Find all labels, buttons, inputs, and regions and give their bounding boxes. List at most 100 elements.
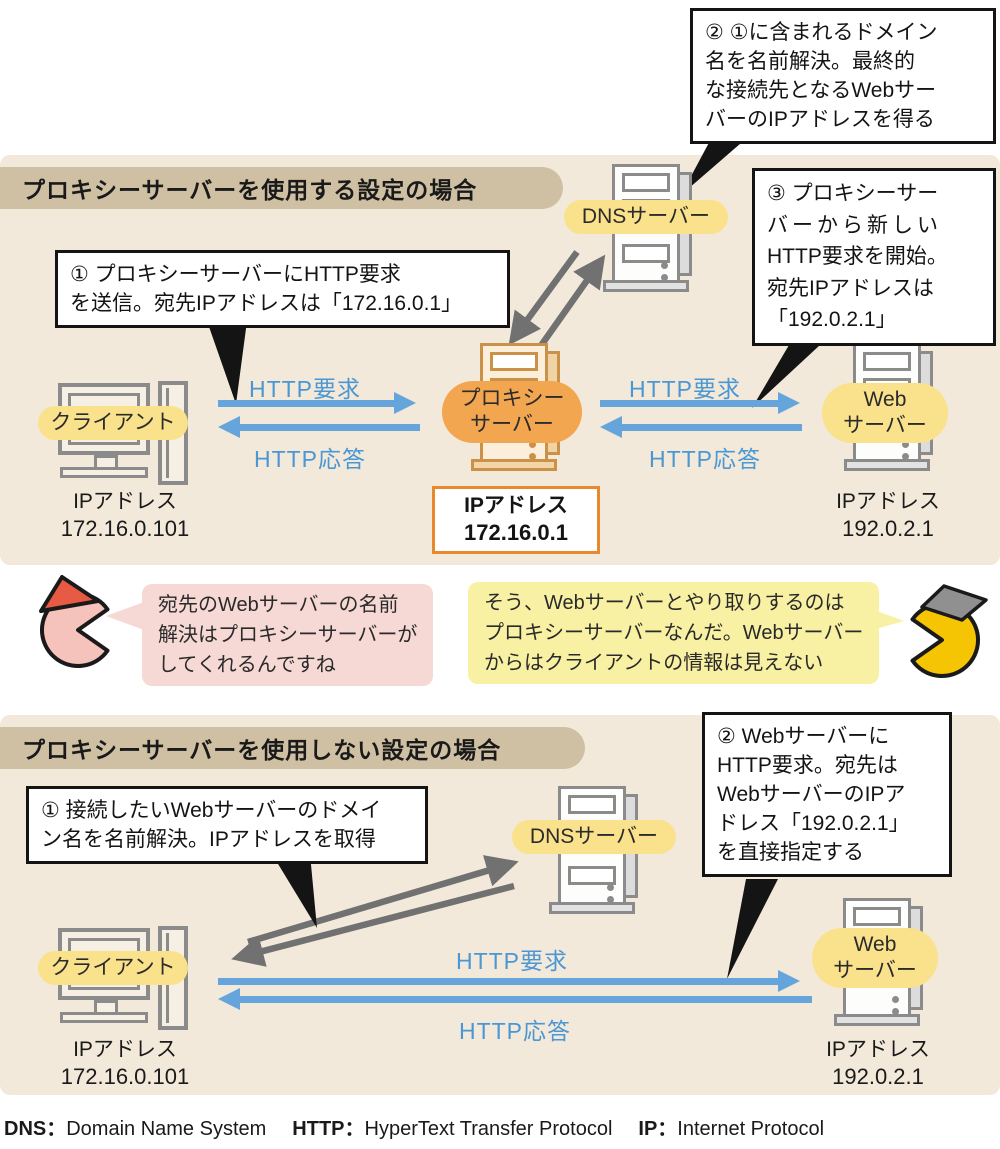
- client-label-s2: クライアント: [38, 951, 188, 985]
- bubble-line: 解決はプロキシーサーバーが: [158, 624, 418, 646]
- http-response-arrow-s2: [218, 988, 812, 1010]
- http-response-label-s1-right: HTTP応答: [648, 446, 762, 472]
- http-request-label-s1-left: HTTP要求: [248, 376, 362, 402]
- web-server-label-s1: Web サーバー: [822, 383, 948, 443]
- callout-line: 「192.0.2.1」: [767, 308, 897, 331]
- glossary-definition: HyperText Transfer Protocol: [364, 1118, 613, 1140]
- server-slot: [853, 907, 901, 926]
- server-base: [834, 1014, 920, 1026]
- ip-value: 192.0.2.1: [832, 1064, 924, 1089]
- callout-line: を直接指定する: [717, 841, 864, 864]
- server-slot: [568, 795, 616, 814]
- callout-step2-top: ② ①に含まれるドメイン 名を名前解決。最終的 な接続先となるWebサー バーの…: [690, 8, 996, 144]
- callout-line: ① プロキシーサーバーにHTTP要求: [70, 263, 401, 286]
- dns-server-label-s1: DNSサーバー: [564, 200, 728, 234]
- ip-caption: IPアドレス: [464, 494, 568, 517]
- glossary-term: IP: [638, 1118, 658, 1140]
- client-ip-s2: IPアドレス 172.16.0.101: [30, 1036, 220, 1091]
- server-slot: [622, 244, 670, 263]
- ip-caption: IPアドレス: [836, 490, 940, 513]
- bubble-line: 宛先のWebサーバーの名前: [158, 594, 399, 616]
- callout-line: ① 接続したいWebサーバーのドメイ: [41, 799, 382, 822]
- glossary-item: HTTP：HyperText Transfer Protocol: [292, 1112, 612, 1141]
- callout-line: ③ プロキシーサー: [767, 182, 939, 205]
- server-slot: [490, 352, 538, 371]
- glossary-separator: ：: [46, 1118, 67, 1140]
- server-led: [607, 884, 614, 891]
- callout-line: な接続先となるWebサー: [705, 79, 937, 102]
- glossary-separator: ：: [344, 1118, 365, 1140]
- glossary-term: HTTP: [292, 1118, 345, 1140]
- bubble-line: からはクライアントの情報は見えない: [484, 652, 824, 674]
- section2-header: プロキシーサーバーを使用しない設定の場合: [0, 727, 585, 769]
- http-response-label-s2: HTTP応答: [458, 1018, 572, 1044]
- ip-value: 192.0.2.1: [842, 516, 934, 541]
- http-request-label-s1-right: HTTP要求: [628, 376, 742, 402]
- server-slot: [622, 173, 670, 192]
- section1-header: プロキシーサーバーを使用する設定の場合: [0, 167, 563, 209]
- server-led: [529, 441, 536, 448]
- bubble-line: プロキシーサーバーなんだ。Webサーバー: [484, 622, 864, 644]
- server-led: [607, 896, 614, 903]
- bubble-line: してくれるんですね: [158, 654, 336, 676]
- proxy-server-label: プロキシー サーバー: [442, 381, 582, 443]
- http-request-arrow-s1-right: [600, 392, 800, 414]
- teacher-bubble: そう、Webサーバーとやり取りするのは プロキシーサーバーなんだ。Webサーバー…: [468, 582, 880, 684]
- callout-step1-s1: ① プロキシーサーバーにHTTP要求 を送信。宛先IPアドレスは「172.16.…: [55, 250, 510, 328]
- web-server-icon-s2: [834, 898, 923, 1026]
- callout-line: HTTP要求を開始。: [767, 245, 948, 268]
- glossary: DNS：Domain Name System HTTP：HyperText Tr…: [4, 1112, 824, 1141]
- server-slot: [863, 352, 911, 371]
- http-request-arrow-s1-left: [218, 392, 416, 414]
- callout-line: ドレス「192.0.2.1」: [717, 812, 910, 835]
- http-response-arrow-s1-right: [600, 416, 802, 438]
- teacher-character: [890, 580, 994, 687]
- callout-line: バーのIPアドレスを得る: [705, 108, 935, 131]
- server-led: [661, 274, 668, 281]
- callout-step1-s2: ① 接続したいWebサーバーのドメイ ン名を名前解決。IPアドレスを取得: [26, 786, 428, 864]
- callout-line: を送信。宛先IPアドレスは「172.16.0.1」: [70, 292, 463, 315]
- glossary-term: DNS: [4, 1118, 47, 1140]
- ip-caption: IPアドレス: [826, 1038, 930, 1061]
- client-label-s1: クライアント: [38, 406, 188, 440]
- server-led: [529, 453, 536, 460]
- glossary-item: DNS：Domain Name System: [4, 1112, 266, 1141]
- student-character: [26, 574, 134, 675]
- callout-line: 名を名前解決。最終的: [705, 50, 915, 73]
- glossary-definition: Domain Name System: [66, 1118, 267, 1140]
- ip-caption: IPアドレス: [73, 1038, 177, 1061]
- server-base: [603, 280, 689, 292]
- callout-line: ン名を名前解決。IPアドレスを取得: [41, 828, 376, 851]
- server-led: [892, 996, 899, 1003]
- section2-title: プロキシーサーバーを使用しない設定の場合: [22, 737, 502, 763]
- callout-line: ② Webサーバーに: [717, 725, 890, 748]
- student-bubble: 宛先のWebサーバーの名前 解決はプロキシーサーバーが してくれるんですね: [142, 584, 434, 686]
- http-request-label-s2: HTTP要求: [455, 948, 569, 974]
- section1-title: プロキシーサーバーを使用する設定の場合: [22, 177, 478, 203]
- http-response-arrow-s1-left: [218, 416, 420, 438]
- ip-value: 172.16.0.101: [60, 516, 190, 541]
- server-led: [661, 262, 668, 269]
- dns-server-label-s2: DNSサーバー: [512, 820, 676, 854]
- server-led: [892, 1008, 899, 1015]
- ip-value: 172.16.0.1: [464, 520, 568, 545]
- http-response-label-s1-left: HTTP応答: [253, 446, 367, 472]
- callout-line: ② ①に含まれるドメイン: [705, 21, 938, 44]
- ip-value: 172.16.0.101: [60, 1064, 190, 1089]
- web-server-label-s2: Web サーバー: [812, 928, 938, 988]
- server-base: [844, 459, 930, 471]
- http-request-arrow-s2: [218, 970, 800, 992]
- server-led: [902, 441, 909, 448]
- callout-step2-s2: ② Webサーバーに HTTP要求。宛先は WebサーバーのIPア ドレス「19…: [702, 712, 952, 877]
- server-slot: [568, 866, 616, 885]
- glossary-definition: Internet Protocol: [677, 1118, 825, 1140]
- web-ip-s2: IPアドレス 192.0.2.1: [808, 1036, 948, 1091]
- callout-line: HTTP要求。宛先は: [717, 754, 898, 777]
- ip-caption: IPアドレス: [73, 490, 177, 513]
- glossary-item: IP：Internet Protocol: [638, 1112, 824, 1141]
- server-led: [902, 453, 909, 460]
- client-ip-s1: IPアドレス 172.16.0.101: [30, 488, 220, 543]
- server-base: [471, 459, 557, 471]
- monitor-foot: [60, 467, 148, 478]
